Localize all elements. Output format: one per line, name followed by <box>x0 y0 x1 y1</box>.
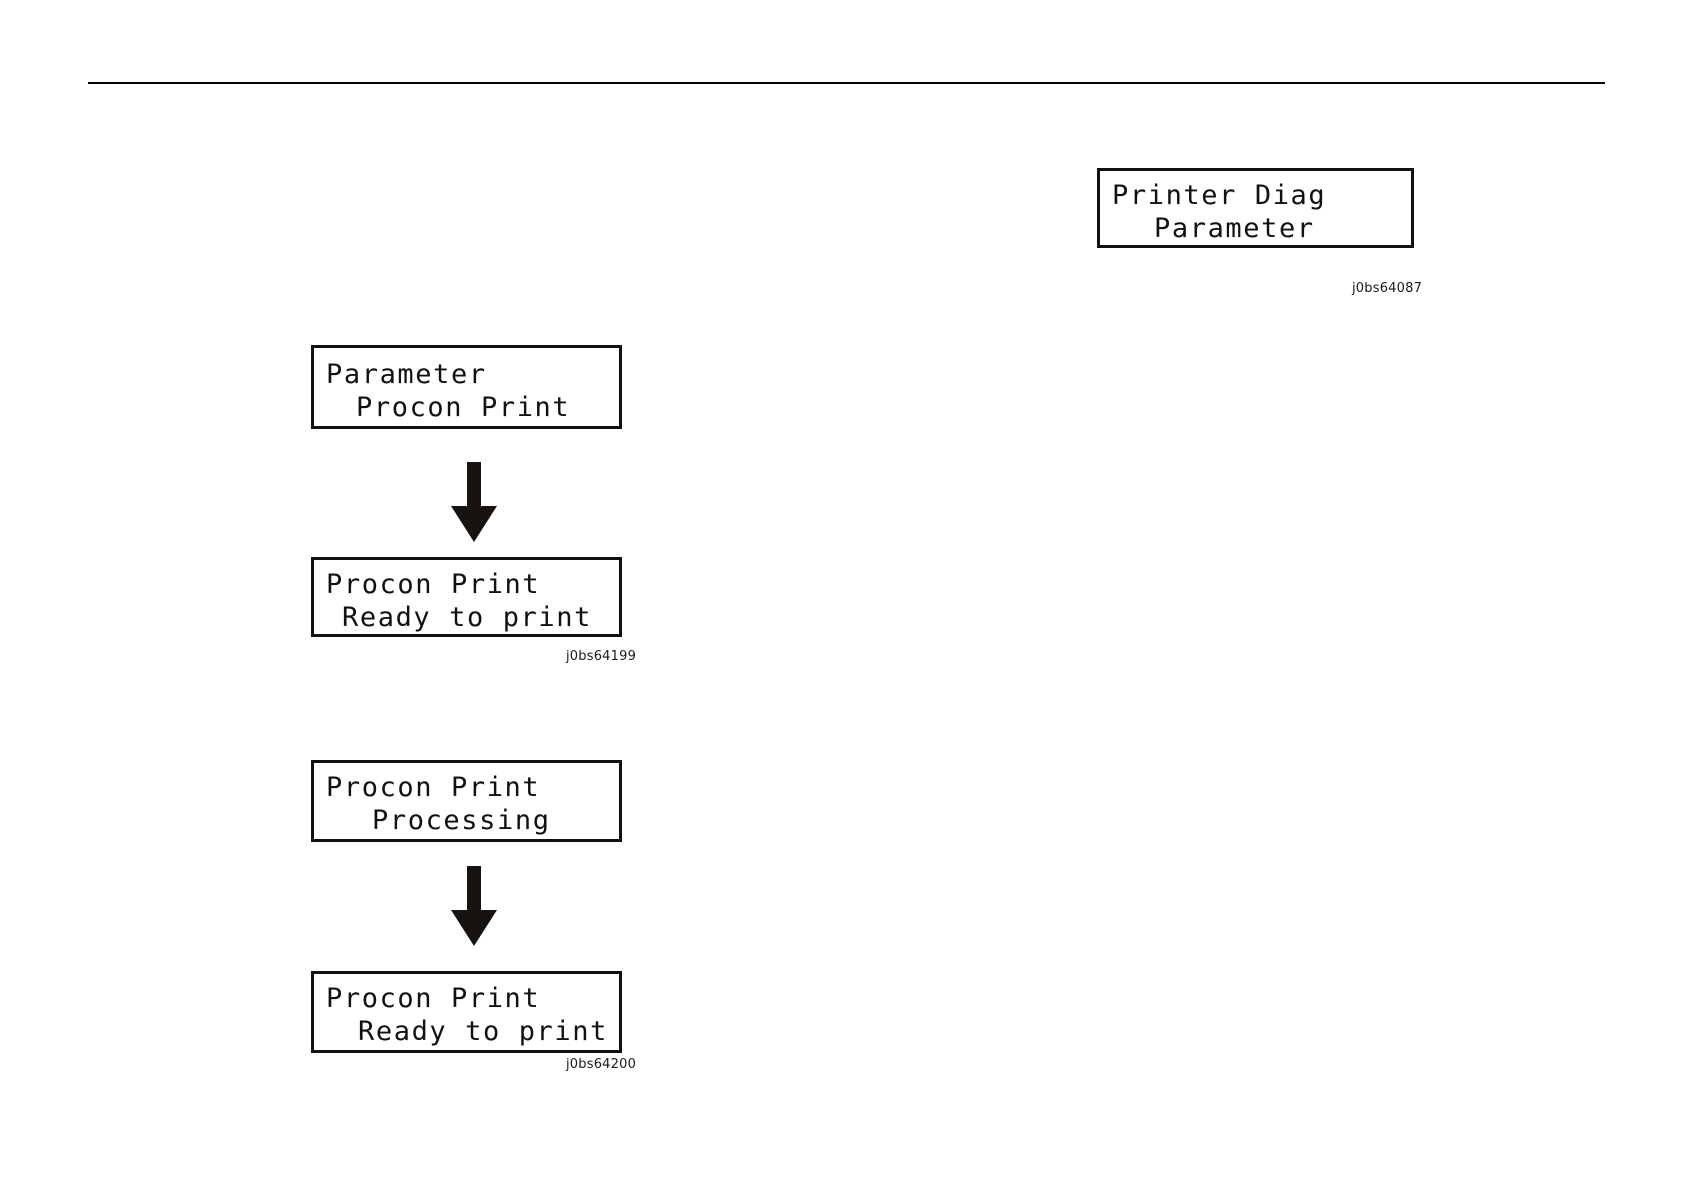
lcd-panel-ready-to-print-1: Procon Print Ready to print <box>311 557 622 637</box>
lcd-line-1: Procon Print <box>326 772 541 803</box>
lcd-panel-printer-diag: Printer Diag Parameter <box>1097 168 1414 248</box>
figure-caption-ready-to-print-1: j0bs64199 <box>566 649 637 664</box>
down-arrow-icon <box>451 462 497 542</box>
lcd-line-1: Procon Print <box>326 983 541 1014</box>
lcd-line-1: Procon Print <box>326 569 541 600</box>
lcd-line-2: Ready to print <box>342 602 592 633</box>
down-arrow-icon <box>451 866 497 946</box>
arrow-head <box>451 506 497 542</box>
lcd-line-2: Processing <box>372 805 551 836</box>
lcd-panel-ready-to-print-2: Procon Print Ready to print <box>311 971 622 1053</box>
header-divider-rule <box>88 82 1605 84</box>
lcd-panel-parameter: Parameter Procon Print <box>311 345 622 429</box>
arrow-shaft <box>467 866 481 914</box>
arrow-shaft <box>467 462 481 510</box>
lcd-line-1: Printer Diag <box>1112 180 1327 211</box>
lcd-line-2: Parameter <box>1154 213 1315 244</box>
figure-caption-printer-diag: j0bs64087 <box>1352 281 1423 296</box>
lcd-line-2: Ready to print <box>358 1016 608 1047</box>
figure-caption-ready-to-print-2: j0bs64200 <box>566 1057 637 1072</box>
lcd-panel-processing: Procon Print Processing <box>311 760 622 842</box>
lcd-line-2: Procon Print <box>356 392 571 423</box>
arrow-head <box>451 910 497 946</box>
lcd-line-1: Parameter <box>326 359 487 390</box>
